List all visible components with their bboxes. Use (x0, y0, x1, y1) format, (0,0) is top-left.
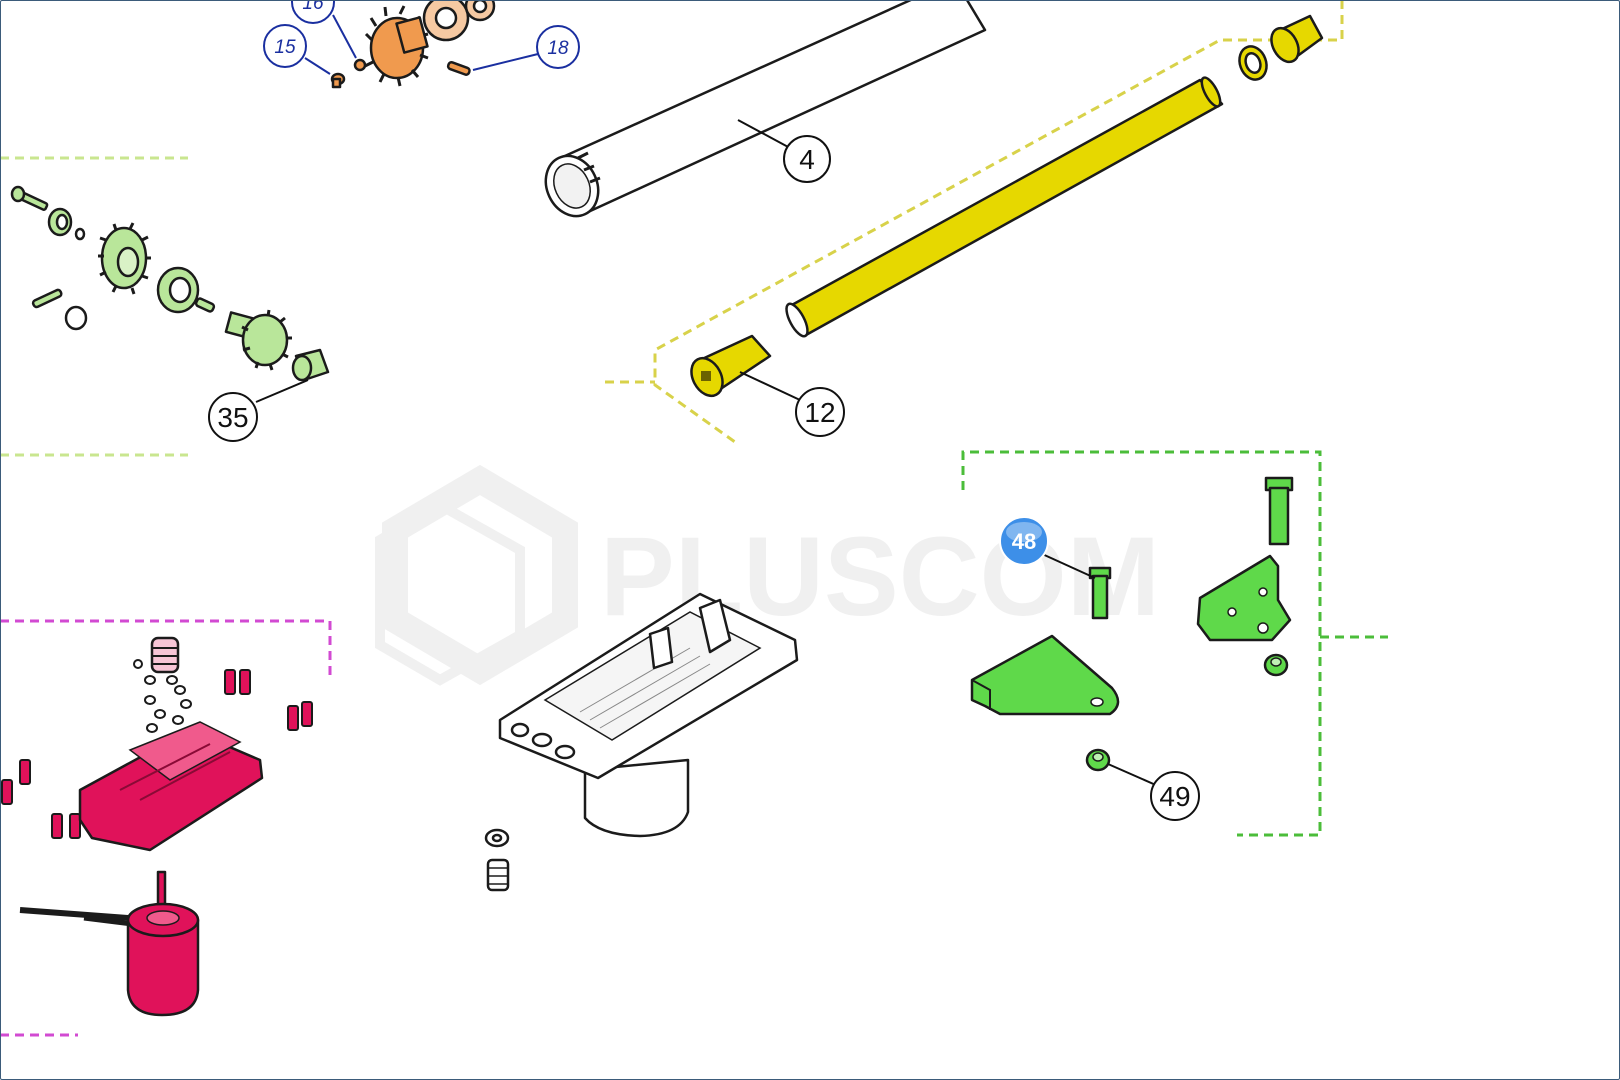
pin-18 (446, 61, 471, 76)
callout-35-label: 35 (217, 402, 248, 433)
bearing-ring-green (156, 266, 200, 314)
callout-49-label: 49 (1159, 781, 1190, 812)
long-screw (10, 185, 49, 211)
pink-motor (19, 870, 200, 1017)
housing-nut (484, 828, 510, 848)
callout-4: 4 (737, 119, 831, 183)
light-green-gear-group (10, 185, 330, 382)
pink-screws (1, 669, 313, 839)
pinion-gear (224, 309, 292, 371)
pin-green (194, 297, 216, 313)
callout-48: 48 (999, 516, 1096, 579)
housing-fitting (486, 858, 510, 892)
tiny-ring (74, 227, 86, 241)
pink-spring-screw (150, 636, 180, 674)
washer-ring-orange (464, 0, 496, 22)
bevel-gear-orange (364, 5, 429, 87)
callout-4-label: 4 (799, 144, 815, 175)
yellow-bushing-top (1270, 14, 1324, 64)
washer-small (64, 305, 88, 331)
small-bushing (47, 207, 73, 237)
small-screw-15 (330, 72, 346, 89)
housing-holes (510, 722, 576, 760)
key-pin (31, 288, 63, 309)
yellow-shaft (785, 76, 1224, 338)
callout-35: 35 (208, 379, 309, 442)
callout-12: 12 (739, 371, 845, 437)
callout-12-label: 12 (804, 397, 835, 428)
callout-16-label: 16 (302, 0, 324, 14)
callout-15: 15 (263, 24, 331, 75)
callout-15-label: 15 (274, 37, 296, 58)
green-bolt-long (1264, 476, 1294, 546)
small-nut-16 (353, 58, 367, 72)
green-nut-49 (1085, 748, 1111, 772)
callout-18: 18 (472, 25, 580, 71)
spur-gear (98, 222, 151, 295)
boundary-yellow (653, 0, 1344, 444)
callout-49: 49 (1107, 763, 1200, 821)
outer-tube-4 (544, 0, 987, 218)
boundary-green (961, 450, 1322, 837)
green-bracket-right (1196, 554, 1292, 642)
gearbox-housing (498, 592, 799, 838)
yellow-washer (1238, 45, 1268, 81)
bearing-ring (422, 0, 470, 42)
green-nut-right (1263, 653, 1289, 677)
group-boundaries (0, 0, 1388, 1037)
pluscom-watermark: PLUSCOM (375, 464, 1160, 686)
callout-18-label: 18 (547, 38, 569, 59)
pink-gearbox-cover (78, 721, 264, 852)
boundary-pink (0, 619, 332, 680)
callout-16: 16 (291, 0, 357, 59)
callout-48-label: 48 (1012, 529, 1036, 554)
green-bracket-left (970, 634, 1120, 716)
spacer-35 (291, 348, 330, 382)
pink-small-fasteners (133, 659, 192, 733)
orange-gear-cluster (330, 0, 496, 89)
yellow-bushing-12 (690, 334, 772, 398)
green-bolt-48 (1088, 566, 1112, 620)
